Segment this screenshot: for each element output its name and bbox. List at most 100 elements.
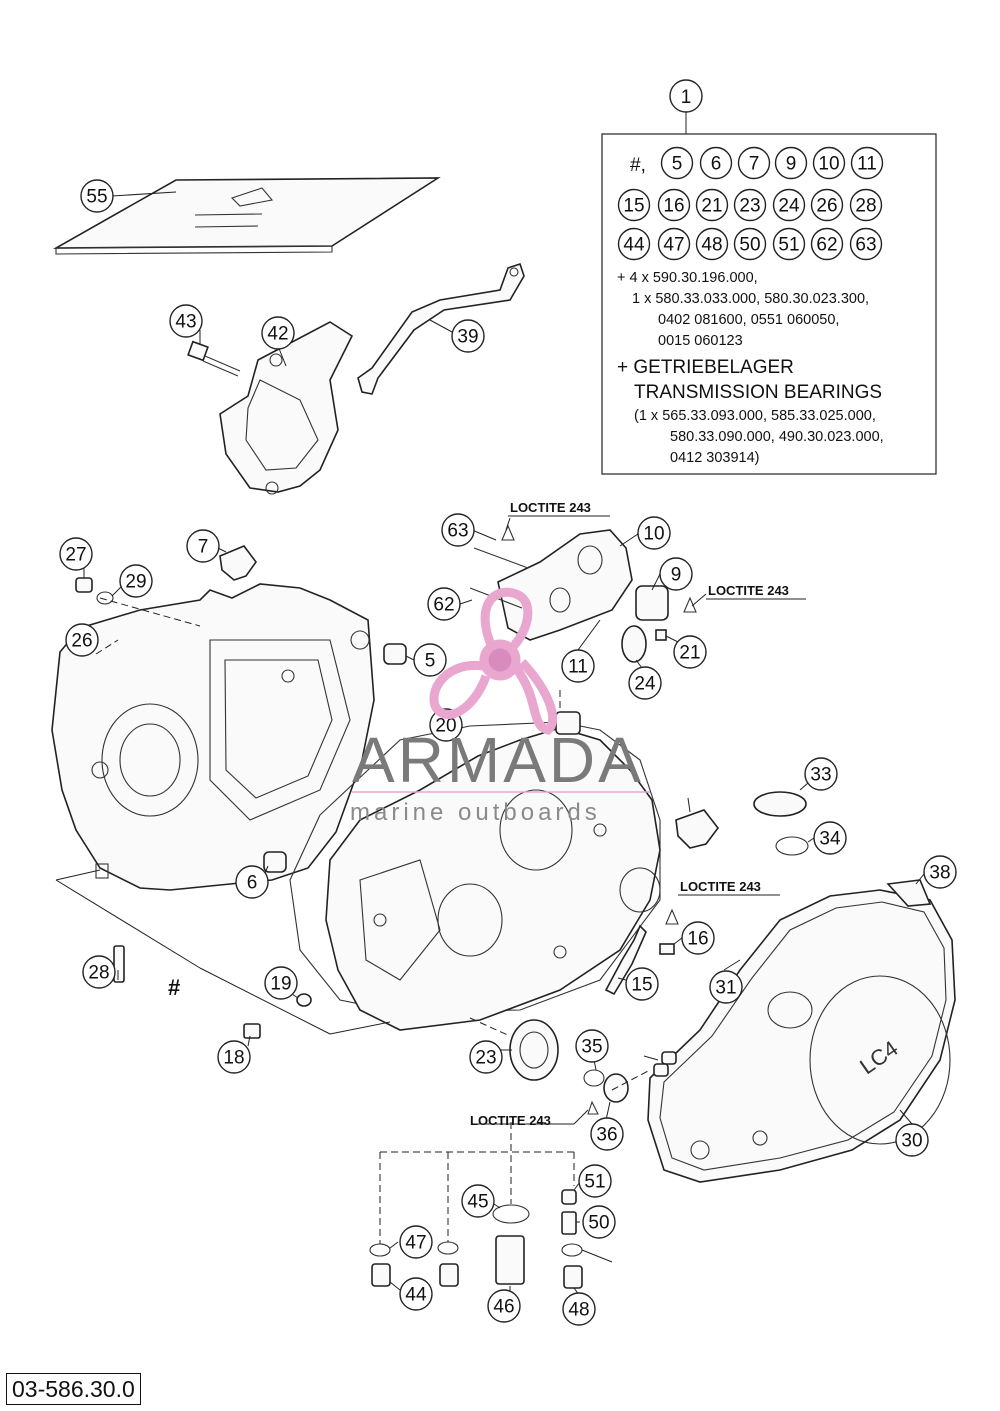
callout-circle — [709, 970, 743, 1004]
callout-circle — [169, 304, 203, 338]
callout: 24 — [628, 666, 662, 700]
callout-number: 38 — [929, 863, 950, 884]
callout: 51 — [578, 1164, 612, 1198]
chain-guide-plate — [357, 262, 525, 395]
callout-circle — [590, 1117, 624, 1151]
callout: 43 — [169, 304, 203, 338]
kit-item: 9 — [774, 146, 808, 180]
callout-circle — [59, 537, 93, 571]
callout-circle — [469, 1040, 503, 1074]
loctite-label-1: LOCTITE 243 — [510, 500, 591, 515]
callout-number: 34 — [819, 829, 841, 850]
kit-item-number: 24 — [778, 196, 800, 217]
callout-circle — [923, 855, 957, 889]
kit-item-number: 51 — [778, 235, 799, 256]
kit-item-number: 63 — [855, 235, 876, 256]
loctite-label-3: LOCTITE 243 — [680, 879, 761, 894]
kit-item-number: 28 — [855, 196, 876, 217]
kit-line-2: 1 x 580.33.033.000, 580.30.023.300, — [632, 291, 869, 307]
callout: 55 — [80, 179, 114, 213]
callout-kit-number: 1 — [681, 87, 692, 108]
kit-hash-label: #, — [630, 155, 646, 176]
kit-item-circle — [849, 227, 883, 261]
kit-item-number: 48 — [701, 235, 722, 256]
callout: 62 — [427, 587, 461, 621]
callout: 36 — [590, 1117, 624, 1151]
kit-item: 16 — [657, 188, 691, 222]
callout-circle — [673, 635, 707, 669]
callout: 46 — [487, 1289, 521, 1323]
kit-item-number: 11 — [857, 154, 877, 175]
callout: 38 — [923, 855, 957, 889]
kit-item: 11 — [850, 146, 884, 180]
callout-number: 50 — [588, 1213, 609, 1234]
callout-circle — [82, 955, 116, 989]
callout-number: 18 — [223, 1048, 244, 1069]
callout-number: 21 — [679, 643, 700, 664]
callout-circle — [217, 1040, 251, 1074]
callout-number: 63 — [447, 521, 468, 542]
callout: 10 — [637, 516, 671, 550]
callout-circle — [261, 316, 295, 350]
callout-circle — [813, 821, 847, 855]
kit-item-circle — [733, 227, 767, 261]
kit-item-circle — [733, 188, 767, 222]
watermark-tagline: marine outboards — [350, 799, 601, 826]
callout: 28 — [82, 955, 116, 989]
callout: 33 — [804, 757, 838, 791]
callout-number: 45 — [467, 1192, 488, 1213]
callout-number: 30 — [901, 1131, 922, 1152]
callout: 34 — [813, 821, 847, 855]
callout-number: 28 — [88, 963, 109, 984]
kit-item-number: 16 — [663, 196, 684, 217]
kit-item-circle — [850, 146, 884, 180]
callout-circle — [399, 1225, 433, 1259]
sprocket-cover — [219, 321, 354, 495]
kit-item: 21 — [695, 188, 729, 222]
callout-number: 46 — [493, 1297, 514, 1318]
callout: 42 — [261, 316, 295, 350]
crankcase-gasket — [289, 721, 661, 1013]
callout-circle — [264, 966, 298, 1000]
callout-circle — [895, 1123, 929, 1157]
kit-item: 7 — [737, 146, 771, 180]
callout-number: 62 — [433, 595, 454, 616]
kit-item: 48 — [695, 227, 729, 261]
kit-bearings-line-3: 0412 303914) — [670, 450, 760, 466]
kit-item-number: 5 — [672, 154, 683, 175]
callout-circle — [461, 1184, 495, 1218]
callout-number: 55 — [86, 187, 107, 208]
kit-item: 15 — [617, 188, 651, 222]
kit-bearings-en: TRANSMISSION BEARINGS — [634, 382, 882, 403]
callout-number: 36 — [596, 1125, 617, 1146]
kit-item-circle — [772, 227, 806, 261]
kit-item-number: 6 — [711, 154, 722, 175]
callout: 63 — [441, 513, 475, 547]
kit-item-number: 7 — [749, 154, 760, 175]
loctite-labels: LOCTITE 243 LOCTITE 243 LOCTITE 243 LOCT… — [470, 500, 806, 1128]
kit-item: 63 — [849, 227, 883, 261]
kit-item: 23 — [733, 188, 767, 222]
callout: 23 — [469, 1040, 503, 1074]
diagram-code: 03-586.30.0 — [6, 1373, 141, 1405]
kit-item: 47 — [657, 227, 691, 261]
callout-number: 39 — [457, 327, 478, 348]
kit-item-circle — [772, 188, 806, 222]
callout: 26 — [65, 623, 99, 657]
callout: 39 — [451, 319, 485, 353]
kit-item-circle — [737, 146, 771, 180]
left-crankcase — [51, 583, 375, 891]
clutch-cover — [647, 889, 956, 1183]
kit-item-circle — [695, 188, 729, 222]
kit-bearings-de: + GETRIEBELAGER — [617, 357, 794, 378]
callout: 7 — [186, 529, 220, 563]
callout-number: 33 — [810, 765, 831, 786]
kit-item: 51 — [772, 227, 806, 261]
callout: 16 — [681, 921, 715, 955]
callout: 11 — [561, 649, 595, 683]
kit-item-number: 9 — [786, 154, 797, 175]
callout: 21 — [673, 635, 707, 669]
kit-item-circle — [699, 146, 733, 180]
